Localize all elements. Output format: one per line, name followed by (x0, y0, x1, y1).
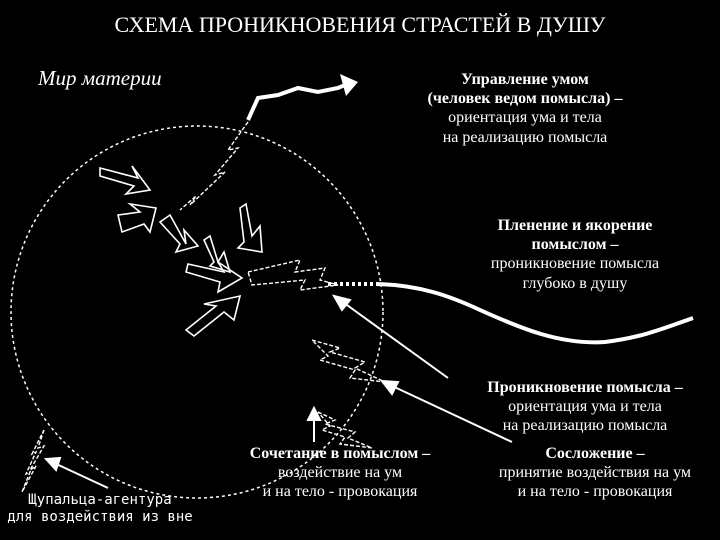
combination-line-2: и на тело - провокация (262, 483, 418, 501)
penetration-heading: Проникновение помысла – (487, 379, 683, 396)
penetration-line-1: ориентация ума и тела (508, 398, 662, 416)
capture-heading-1: Пленение и якорение (497, 217, 653, 234)
mind-control-heading-1: Управление умом (461, 71, 589, 88)
diagram-title: СХЕМА ПРОНИКНОВЕНИЯ СТРАСТЕЙ В ДУШУ (114, 12, 606, 37)
pointer-consent (387, 383, 513, 443)
passion-arrow-6 (185, 261, 244, 294)
passion-arrow-7 (184, 294, 242, 338)
combination-line-1: воздействие на ум (277, 464, 403, 482)
outside-wave-line (375, 282, 694, 345)
mind-control-heading-2: (человек ведом помысла) – (427, 90, 623, 108)
consent-heading: Сосложение – (545, 445, 645, 462)
mind-control-line-1: ориентация ума и тела (448, 109, 602, 127)
mind-control-line-2: на реализацию помысла (442, 128, 608, 146)
passion-arrow-5 (236, 202, 263, 253)
passion-arrows (99, 165, 263, 338)
capture-block: Пленение и якорение помыслом – проникнов… (445, 216, 705, 293)
lightning-group (21, 121, 386, 493)
tentacles-line-1: Щупальца-агентура (28, 492, 172, 508)
passion-arrow-2 (117, 202, 157, 234)
combination-block: Сочетание в помыслом – воздействие на ум… (205, 444, 475, 502)
soul-circle (10, 125, 384, 499)
passion-arrow-4 (202, 234, 232, 274)
lightning-outside (317, 411, 373, 449)
exit-arrow-head (340, 74, 358, 96)
capture-heading-2: помыслом – (531, 236, 619, 254)
lightning-middle (247, 259, 339, 291)
pointer-penetration-head (331, 294, 352, 312)
passion-arrow-1 (99, 165, 152, 196)
capture-line-2: глубоко в душу (522, 274, 628, 292)
penetration-line-2: на реализацию помысла (502, 417, 668, 435)
pointer-lines (43, 294, 513, 489)
tentacles-block: Щупальца-агентура для воздействия из вне (0, 492, 200, 526)
consent-block: Сосложение – принятие воздействия на ум … (470, 444, 720, 502)
mind-control-block: Управление умом (человек ведом помысла) … (390, 70, 660, 147)
lightning-tentacle (21, 429, 46, 493)
pointer-tentacles-head (43, 456, 62, 472)
exit-thought-line (246, 80, 353, 121)
capture-line-1: проникновение помысла (490, 255, 660, 273)
consent-line-1: принятие воздействия на ум (498, 464, 692, 482)
tentacles-line-2: для воздействия из вне (7, 508, 193, 525)
pointer-penetration (339, 299, 449, 379)
pointer-tentacles (51, 461, 109, 489)
penetration-block: Проникновение помысла – ориентация ума и… (440, 378, 720, 436)
passion-arrow-3 (158, 213, 200, 254)
consent-line-2: и на тело - провокация (517, 483, 673, 501)
combination-heading: Сочетание в помыслом – (249, 445, 431, 462)
world-label: Мир материи (38, 66, 162, 90)
lightning-top (179, 121, 249, 211)
pointer-combination-head (306, 405, 322, 421)
lightning-lower (309, 338, 386, 383)
pointer-consent-head (379, 379, 400, 396)
